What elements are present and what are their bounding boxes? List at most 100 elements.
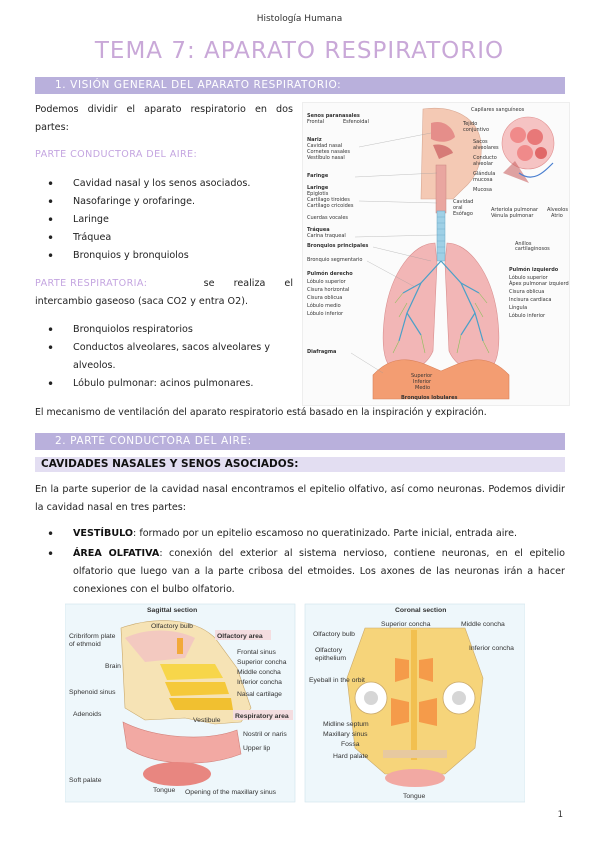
svg-text:Superior concha: Superior concha xyxy=(381,621,431,628)
svg-text:Língula: Língula xyxy=(509,304,527,311)
subsection-heading-bar: CAVIDADES NASALES Y SENOS ASOCIADOS: xyxy=(35,457,565,472)
svg-text:conjuntivo: conjuntivo xyxy=(463,127,489,133)
svg-text:Cisura horizontal: Cisura horizontal xyxy=(307,287,349,293)
svg-text:Pulmón derecho: Pulmón derecho xyxy=(307,270,353,277)
svg-text:Lóbulo superior: Lóbulo superior xyxy=(509,274,549,281)
term-area-olfativa: ÁREA OLFATIVA xyxy=(73,548,160,559)
svg-text:Inferior: Inferior xyxy=(413,379,432,385)
svg-text:Cisura oblicua: Cisura oblicua xyxy=(509,289,544,295)
section-2-heading: 2. PARTE CONDUCTORA DEL AIRE: xyxy=(55,435,252,447)
svg-text:Ápex pulmonar izquierdo: Ápex pulmonar izquierdo xyxy=(509,280,570,287)
svg-text:Mucosa: Mucosa xyxy=(473,187,492,193)
svg-text:Nariz: Nariz xyxy=(307,137,322,143)
svg-text:Soft palate: Soft palate xyxy=(69,777,102,784)
list-item: Bronquios y bronquiolos xyxy=(35,247,293,265)
svg-text:Bronquio segmentario: Bronquio segmentario xyxy=(307,257,362,263)
svg-text:Esófago: Esófago xyxy=(453,210,473,217)
svg-text:Olfactory bulb: Olfactory bulb xyxy=(313,631,355,638)
svg-text:Olfactory area: Olfactory area xyxy=(217,633,263,640)
svg-text:Cartílago tiroides: Cartílago tiroides xyxy=(307,196,350,203)
svg-text:Nasal cartilage: Nasal cartilage xyxy=(237,691,282,698)
svg-text:Frontal: Frontal xyxy=(307,119,324,125)
section-2-heading-bar: 2. PARTE CONDUCTORA DEL AIRE: xyxy=(35,433,565,450)
svg-text:Upper lip: Upper lip xyxy=(243,745,270,752)
conductora-list: Cavidad nasal y los senos asociados. Nas… xyxy=(35,175,293,265)
respiratoria-paragraph: PARTE RESPIRATORIA: se realiza el interc… xyxy=(35,275,293,311)
svg-text:Cavidad: Cavidad xyxy=(453,199,473,205)
svg-text:Diafragma: Diafragma xyxy=(307,349,336,355)
section-1-heading: 1. VISIÓN GENERAL DEL APARATO RESPIRATOR… xyxy=(55,79,342,91)
nasal-intro-paragraph: En la parte superior de la cavidad nasal… xyxy=(35,484,565,513)
svg-text:Glándula: Glándula xyxy=(473,170,495,177)
list-item-vestibulo: VESTÍBULO: formado por un epitelio escam… xyxy=(35,525,565,543)
svg-text:Tejido: Tejido xyxy=(462,121,477,127)
svg-text:oral: oral xyxy=(453,205,463,211)
list-item: Lóbulo pulmonar: acinos pulmonares. xyxy=(35,375,285,393)
svg-text:Tongue: Tongue xyxy=(153,787,176,794)
respiratoria-list: Bronquiolos respiratorios Conductos alve… xyxy=(35,321,285,393)
svg-text:Sacos: Sacos xyxy=(473,139,488,145)
mechanism-text: El mecanismo de ventilación del aparato … xyxy=(35,407,487,418)
list-item: Nasofaringe y orofaringe. xyxy=(35,193,293,211)
svg-text:Esfenoidal: Esfenoidal xyxy=(343,119,369,125)
svg-text:Lóbulo inferior: Lóbulo inferior xyxy=(307,310,344,317)
svg-text:Incisura cardiaca: Incisura cardiaca xyxy=(509,297,552,303)
svg-text:Vestibule: Vestibule xyxy=(193,717,221,724)
svg-text:Anillos: Anillos xyxy=(515,241,532,247)
svg-text:Vénula pulmonar: Vénula pulmonar xyxy=(491,212,534,219)
svg-text:Frontal sinus: Frontal sinus xyxy=(237,649,277,656)
intro-line-1: Podemos dividir el aparato respiratorio … xyxy=(35,104,293,115)
svg-text:of ethmoid: of ethmoid xyxy=(69,641,101,648)
svg-text:Lóbulo superior: Lóbulo superior xyxy=(307,278,347,285)
svg-text:Epiglotis: Epiglotis xyxy=(307,191,329,197)
svg-text:Opening of the maxillary sinus: Opening of the maxillary sinus xyxy=(185,789,277,796)
text-vestibulo: : formado por un epitelio escamoso no qu… xyxy=(133,528,518,539)
svg-text:Hard palate: Hard palate xyxy=(333,753,368,760)
svg-text:Superior concha: Superior concha xyxy=(237,659,287,666)
respiratoria-text-2: intercambio gaseoso (saca CO2 y entra O2… xyxy=(35,296,248,307)
subsection-heading: CAVIDADES NASALES Y SENOS ASOCIADOS: xyxy=(41,458,299,470)
svg-text:Coronal section: Coronal section xyxy=(395,607,446,614)
intro-paragraph: Podemos dividir el aparato respiratorio … xyxy=(35,101,293,137)
page-title: TEMA 7: APARATO RESPIRATORIO xyxy=(94,38,505,64)
nasal-parts-list: VESTÍBULO: formado por un epitelio escam… xyxy=(35,525,565,599)
svg-text:Conducto: Conducto xyxy=(473,155,497,161)
svg-text:Superior: Superior xyxy=(411,373,433,379)
svg-text:Sphenoid sinus: Sphenoid sinus xyxy=(69,689,116,696)
svg-text:Lóbulo inferior: Lóbulo inferior xyxy=(509,312,546,319)
section-1-heading-bar: 1. VISIÓN GENERAL DEL APARATO RESPIRATOR… xyxy=(35,77,565,94)
svg-text:Middle concha: Middle concha xyxy=(237,669,281,676)
svg-text:Bronquios lobulares: Bronquios lobulares xyxy=(401,395,458,401)
svg-text:Faringe: Faringe xyxy=(307,173,329,179)
svg-text:Atrio: Atrio xyxy=(551,213,563,219)
svg-text:Sagittal section: Sagittal section xyxy=(147,607,197,614)
svg-text:Fossa: Fossa xyxy=(341,741,360,748)
list-item-area-olfativa: ÁREA OLFATIVA: conexión del exterior al … xyxy=(35,545,565,599)
intro-line-2: partes: xyxy=(35,122,69,133)
list-item: Conductos alveolares, sacos alveolares y… xyxy=(35,339,285,375)
nasal-cavity-illustration: Sagittal section Olfactory bulb Cribrifo… xyxy=(65,598,525,806)
svg-text:Tráquea: Tráquea xyxy=(307,226,330,233)
svg-text:Arteriola pulmonar: Arteriola pulmonar xyxy=(491,207,539,213)
page-number: 1 xyxy=(557,810,563,820)
svg-text:Inferior concha: Inferior concha xyxy=(237,679,282,686)
svg-text:Eyeball in the orbit: Eyeball in the orbit xyxy=(309,677,365,684)
svg-text:Medio: Medio xyxy=(415,385,430,391)
running-header: Histología Humana xyxy=(256,14,343,24)
list-item: Tráquea xyxy=(35,229,293,247)
svg-text:Adenoids: Adenoids xyxy=(73,711,102,718)
svg-text:Senos paranasales: Senos paranasales xyxy=(307,113,360,119)
list-item: Laringe xyxy=(35,211,293,229)
svg-text:Carina traqueal: Carina traqueal xyxy=(307,233,346,239)
respiratoria-text-1: se realiza el xyxy=(203,278,293,289)
svg-text:Inferior concha: Inferior concha xyxy=(469,645,514,652)
text-area-olfativa: : conexión del exterior al sistema nervi… xyxy=(73,548,566,595)
svg-text:Cavidad nasal: Cavidad nasal xyxy=(307,143,342,149)
svg-text:epithelium: epithelium xyxy=(315,655,346,662)
conductora-label: PARTE CONDUCTORA DEL AIRE: xyxy=(35,149,198,160)
svg-text:mucosa: mucosa xyxy=(473,177,493,183)
list-item: Cavidad nasal y los senos asociados. xyxy=(35,175,293,193)
svg-text:Middle concha: Middle concha xyxy=(461,621,505,628)
svg-text:Nostril or naris: Nostril or naris xyxy=(243,731,287,738)
svg-text:Cornetes nasales: Cornetes nasales xyxy=(307,149,350,155)
